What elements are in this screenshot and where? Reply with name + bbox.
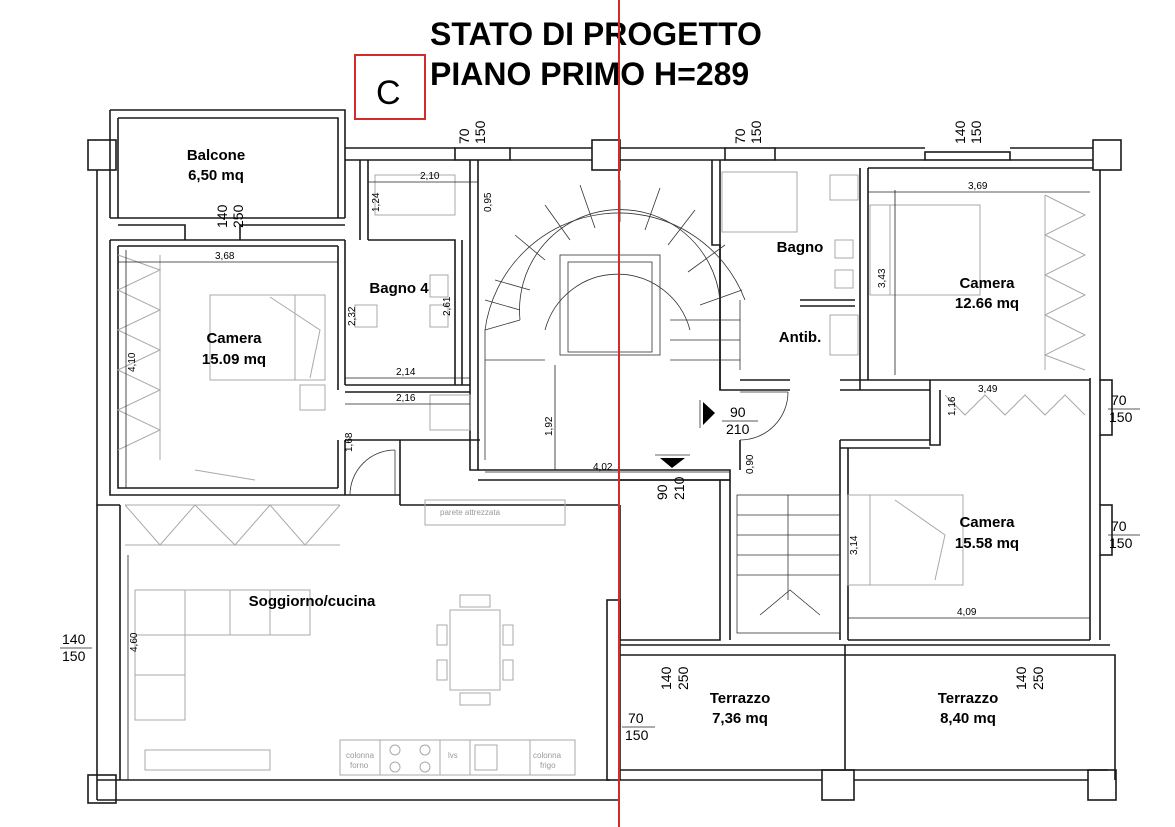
door-1-width: 90 — [730, 404, 746, 420]
room-bagno4-name: Bagno 4 — [369, 280, 429, 297]
room-terrazzo1-name: Terrazzo — [710, 690, 771, 707]
window-6-height: 150 — [1109, 535, 1133, 551]
room-antibagno-name: Antib. — [779, 329, 822, 346]
window-5-width: 70 — [1111, 392, 1127, 408]
section-marker-label: C — [376, 74, 401, 112]
window-4-height: 150 — [968, 120, 984, 144]
oven-column-label-1: colonna — [346, 751, 375, 760]
outer-walls — [87, 109, 1122, 804]
wall-unit-label: parete attrezzata — [440, 508, 501, 517]
window-7-width: 140 — [62, 631, 86, 647]
dim-closet-width: 3,49 — [978, 384, 998, 395]
window-10-width: 140 — [1013, 666, 1029, 690]
dim-corridor-2: 2,16 — [396, 393, 416, 404]
room-terrazzo2-name: Terrazzo — [938, 690, 999, 707]
window-3-height: 150 — [748, 120, 764, 144]
room-bagno-right-name: Bagno — [777, 239, 824, 256]
door-2-height: 210 — [671, 476, 687, 500]
door-swings — [349, 391, 789, 496]
room-terrazzo2-area: 8,40 mq — [940, 710, 996, 727]
room-balcone-area: 6,50 mq — [188, 167, 244, 184]
dim-closet-depth: 1,16 — [947, 396, 958, 416]
window-2-height: 250 — [230, 204, 246, 228]
room-camera-left-name: Camera — [206, 330, 262, 347]
room-camera-left-area: 15.09 mq — [202, 351, 266, 368]
window-7-height: 150 — [62, 648, 86, 664]
fridge-column-label-2: frigo — [540, 761, 556, 770]
window-10-height: 250 — [1030, 666, 1046, 690]
dim-stair-height: 1,92 — [544, 416, 555, 436]
dimension-lines — [118, 181, 1090, 780]
window-8-height: 150 — [625, 727, 649, 743]
window-9-width: 140 — [658, 666, 674, 690]
plan-title-line2: PIANO PRIMO H=289 — [430, 56, 749, 92]
dim-bath-height: 2,61 — [442, 296, 453, 316]
plan-title-line1: STATO DI PROGETTO — [430, 16, 762, 52]
straight-stair — [736, 494, 841, 634]
dim-camera-tr-width: 3,69 — [968, 181, 988, 192]
dim-camera-br-height: 3,14 — [849, 535, 860, 555]
room-balcone-name: Balcone — [187, 147, 245, 164]
furniture — [116, 171, 1087, 776]
dim-stair-width: 4,02 — [593, 462, 613, 473]
dim-bath-width: 2,10 — [420, 171, 440, 182]
section-marker-box — [354, 54, 426, 120]
dim-bath-side: 2,32 — [347, 306, 358, 326]
dim-wall-168: 1,68 — [344, 432, 355, 452]
dim-door-090: 0,90 — [745, 454, 756, 474]
room-camera-br-name: Camera — [959, 514, 1015, 531]
oven-column-label-2: forno — [350, 761, 369, 770]
window-3-width: 70 — [732, 128, 748, 144]
window-5-height: 150 — [1109, 409, 1133, 425]
dim-camera-br-width: 4,09 — [957, 607, 977, 618]
window-2-width: 140 — [214, 204, 230, 228]
dim-shower: 0,95 — [483, 192, 494, 212]
fridge-column-label-1: colonna — [533, 751, 562, 760]
window-1-height: 150 — [472, 120, 488, 144]
spiral-stair — [484, 180, 746, 460]
window-1-width: 70 — [456, 128, 472, 144]
dim-bath-upper: 1,24 — [371, 192, 382, 212]
window-8-width: 70 — [628, 710, 644, 726]
dim-soggiorno-height: 4,60 — [129, 632, 140, 652]
door-2-width: 90 — [654, 484, 670, 500]
door-1-height: 210 — [726, 421, 750, 437]
dim-camera-left-height: 4,10 — [127, 352, 138, 372]
room-terrazzo1-area: 7,36 mq — [712, 710, 768, 727]
room-camera-tr-area: 12.66 mq — [955, 295, 1019, 312]
door-marker-icon — [703, 402, 715, 425]
room-camera-tr-name: Camera — [959, 275, 1015, 292]
window-9-height: 250 — [675, 666, 691, 690]
window-4-width: 140 — [952, 120, 968, 144]
dishwasher-label: lvs — [448, 751, 458, 760]
room-soggiorno-name: Soggiorno/cucina — [249, 593, 376, 610]
dim-camera-tr-height: 3,43 — [877, 268, 888, 288]
dim-corridor-1: 2,14 — [396, 367, 416, 378]
door-marker-icon-2 — [660, 458, 685, 468]
interior-walls — [109, 160, 1093, 641]
window-6-width: 70 — [1111, 518, 1127, 534]
dim-camera-left-width: 3,68 — [215, 251, 235, 262]
room-camera-br-area: 15.58 mq — [955, 535, 1019, 552]
